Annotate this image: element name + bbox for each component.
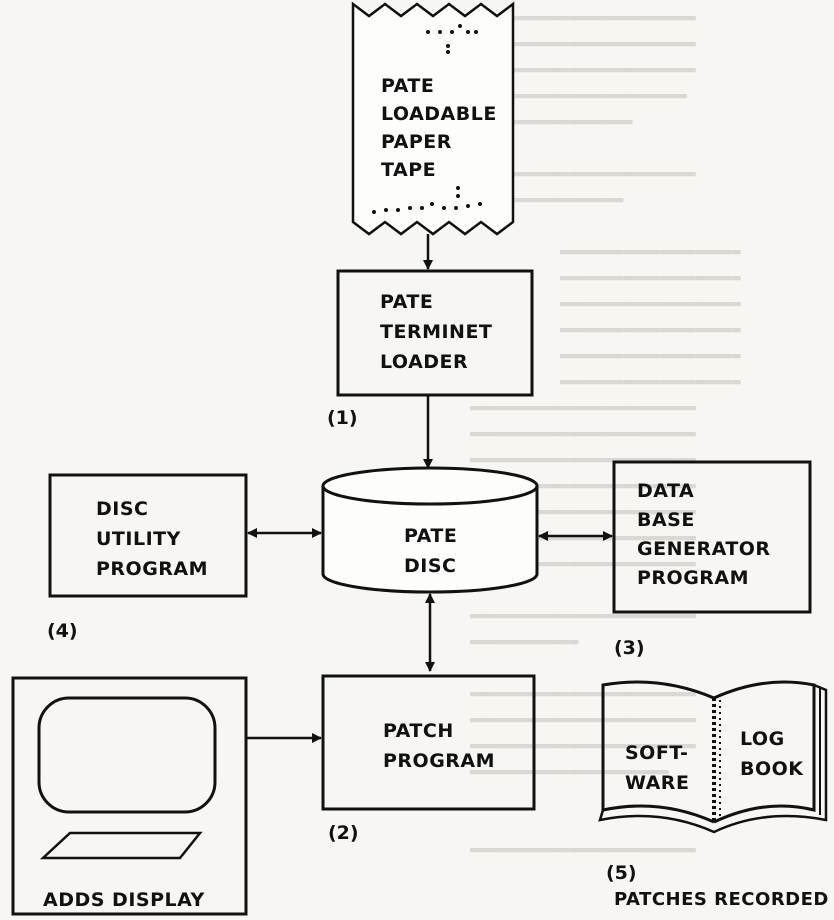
patches-recorded-caption: PATCHES RECORDED — [614, 889, 829, 910]
paper-tape-line: LOADABLE — [381, 103, 497, 125]
svg-text:▬▬▬▬▬▬▬▬▬▬▬▬▬▬▬▬▬▬▬▬: ▬▬▬▬▬▬▬▬▬▬▬▬▬▬▬▬▬▬▬▬ — [560, 320, 741, 338]
svg-text:▬▬▬▬▬▬▬▬▬▬▬▬▬▬▬▬▬▬▬▬▬▬▬▬▬: ▬▬▬▬▬▬▬▬▬▬▬▬▬▬▬▬▬▬▬▬▬▬▬▬▬ — [470, 606, 696, 624]
loader-number: (1) — [327, 407, 358, 429]
keyboard-shape — [39, 831, 203, 860]
svg-text:▬▬▬▬▬▬▬▬▬▬▬▬▬▬▬▬▬▬▬▬▬▬▬▬▬: ▬▬▬▬▬▬▬▬▬▬▬▬▬▬▬▬▬▬▬▬▬▬▬▬▬ — [470, 684, 696, 702]
svg-text:▬▬▬▬▬▬▬▬▬▬▬▬▬▬▬▬▬▬▬▬▬▬▬▬▬: ▬▬▬▬▬▬▬▬▬▬▬▬▬▬▬▬▬▬▬▬▬▬▬▬▬ — [470, 398, 696, 416]
tape-holes — [372, 24, 482, 214]
svg-text:▬▬▬▬▬▬▬▬▬▬▬▬▬▬▬▬▬▬▬▬▬▬▬▬▬: ▬▬▬▬▬▬▬▬▬▬▬▬▬▬▬▬▬▬▬▬▬▬▬▬▬ — [470, 450, 696, 468]
paper-tape-line: TAPE — [381, 159, 436, 181]
paper-tape-node: PATE LOADABLE PAPER TAPE — [351, 1, 515, 236]
adds-display-node: ADDS DISPLAY — [11, 676, 248, 916]
svg-text:▬▬▬▬▬▬▬▬▬▬▬▬▬▬▬▬▬▬▬▬▬▬▬▬▬: ▬▬▬▬▬▬▬▬▬▬▬▬▬▬▬▬▬▬▬▬▬▬▬▬▬ — [470, 164, 696, 182]
svg-text:▬▬▬▬▬▬▬▬▬▬▬▬▬▬▬▬▬▬▬▬▬▬▬▬▬: ▬▬▬▬▬▬▬▬▬▬▬▬▬▬▬▬▬▬▬▬▬▬▬▬▬ — [470, 840, 696, 858]
svg-text:▬▬▬▬▬▬▬▬▬▬▬▬▬▬▬▬▬▬▬▬: ▬▬▬▬▬▬▬▬▬▬▬▬▬▬▬▬▬▬▬▬ — [560, 268, 741, 286]
svg-text:▬▬▬▬▬▬▬▬▬▬▬▬▬▬▬▬▬▬▬▬▬▬▬▬▬: ▬▬▬▬▬▬▬▬▬▬▬▬▬▬▬▬▬▬▬▬▬▬▬▬▬ — [470, 34, 696, 52]
svg-text:▬▬▬▬▬▬▬▬▬▬▬▬▬▬▬▬▬▬▬▬▬▬▬▬▬: ▬▬▬▬▬▬▬▬▬▬▬▬▬▬▬▬▬▬▬▬▬▬▬▬▬ — [470, 736, 696, 754]
patch-program-box — [321, 674, 536, 811]
log-book-right-line: BOOK — [740, 758, 804, 780]
pate-disc-node: PATE DISC — [321, 466, 539, 594]
svg-text:▬▬▬▬▬▬▬▬▬▬▬▬▬▬▬▬▬▬▬▬▬▬▬▬▬: ▬▬▬▬▬▬▬▬▬▬▬▬▬▬▬▬▬▬▬▬▬▬▬▬▬ — [470, 8, 696, 26]
svg-text:▬▬▬▬▬▬▬▬▬▬▬▬▬▬▬▬▬▬▬▬: ▬▬▬▬▬▬▬▬▬▬▬▬▬▬▬▬▬▬▬▬ — [560, 372, 741, 390]
patch-program-node: PATCH PROGRAM (2) — [321, 674, 536, 844]
paper-tape-line: PAPER — [381, 131, 452, 153]
data-base-generator-node: DATA BASE GENERATOR PROGRAM (3) — [612, 460, 812, 659]
generator-line: PROGRAM — [637, 567, 749, 589]
adds-display-label: ADDS DISPLAY — [43, 889, 205, 911]
loader-line: PATE — [380, 291, 433, 313]
disc-utility-number: (4) — [47, 620, 78, 642]
disc-cylinder-body — [321, 486, 539, 594]
loader-line: LOADER — [380, 351, 468, 373]
disc-utility-line: PROGRAM — [96, 558, 208, 580]
disc-utility-node: DISC UTILITY PROGRAM (4) — [47, 473, 248, 642]
crt-screen — [37, 696, 217, 814]
generator-line: GENERATOR — [637, 538, 771, 560]
terminet-loader-box — [336, 269, 534, 397]
book-left-page — [601, 680, 715, 824]
book-back-cover — [598, 683, 828, 834]
svg-text:▬▬▬▬▬▬▬▬▬▬▬▬▬▬▬▬▬▬▬▬: ▬▬▬▬▬▬▬▬▬▬▬▬▬▬▬▬▬▬▬▬ — [560, 294, 741, 312]
book-right-page — [713, 680, 816, 824]
svg-text:▬▬▬▬▬▬▬▬▬▬▬▬▬▬▬▬▬▬▬▬▬▬▬▬▬: ▬▬▬▬▬▬▬▬▬▬▬▬▬▬▬▬▬▬▬▬▬▬▬▬▬ — [470, 60, 696, 78]
patch-program-line: PROGRAM — [383, 750, 495, 772]
svg-text:▬▬▬▬▬▬▬▬▬▬▬▬▬▬▬▬▬▬▬▬▬▬▬▬▬: ▬▬▬▬▬▬▬▬▬▬▬▬▬▬▬▬▬▬▬▬▬▬▬▬▬ — [470, 710, 696, 728]
paper-tape-shape — [351, 1, 515, 236]
loader-line: TERMINET — [380, 321, 492, 343]
log-book-left-line: SOFT- — [625, 742, 688, 764]
generator-number: (3) — [614, 637, 645, 659]
patch-program-line: PATCH — [383, 720, 454, 742]
log-book-node: SOFT- WARE LOG BOOK (5) PATCHES RECORDED — [598, 680, 829, 910]
disc-utility-line: UTILITY — [96, 528, 181, 550]
patch-program-number: (2) — [328, 822, 359, 844]
log-book-left-line: WARE — [625, 772, 689, 794]
svg-text:▬▬▬▬▬▬▬▬▬▬▬▬▬▬▬▬▬▬▬▬▬▬▬▬: ▬▬▬▬▬▬▬▬▬▬▬▬▬▬▬▬▬▬▬▬▬▬▬▬ — [470, 86, 687, 104]
disc-utility-line: DISC — [96, 498, 148, 520]
svg-text:▬▬▬▬▬▬▬▬▬▬▬▬▬▬▬▬▬▬▬▬▬▬▬▬▬: ▬▬▬▬▬▬▬▬▬▬▬▬▬▬▬▬▬▬▬▬▬▬▬▬▬ — [470, 424, 696, 442]
adds-display-frame — [11, 676, 248, 916]
paper-tape-line: PATE — [381, 75, 434, 97]
generator-line: DATA — [637, 480, 694, 502]
terminet-loader-node: PATE TERMINET LOADER (1) — [327, 269, 534, 429]
svg-text:▬▬▬▬▬▬▬▬▬▬▬▬: ▬▬▬▬▬▬▬▬▬▬▬▬ — [470, 632, 578, 650]
log-book-number: (5) — [606, 862, 637, 884]
data-base-generator-box — [612, 460, 812, 614]
log-book-right-line: LOG — [740, 728, 785, 750]
svg-text:▬▬▬▬▬▬▬▬▬▬▬▬▬▬▬▬▬▬▬▬: ▬▬▬▬▬▬▬▬▬▬▬▬▬▬▬▬▬▬▬▬ — [560, 346, 741, 364]
svg-text:▬▬▬▬▬▬▬▬▬▬▬▬▬▬▬▬▬▬▬▬: ▬▬▬▬▬▬▬▬▬▬▬▬▬▬▬▬▬▬▬▬ — [560, 242, 741, 260]
pate-disc-line: PATE — [404, 525, 457, 547]
disc-utility-box — [48, 473, 248, 598]
generator-line: BASE — [637, 509, 695, 531]
disc-cylinder-top — [321, 466, 539, 506]
pate-disc-line: DISC — [404, 555, 456, 577]
svg-text:▬▬▬▬▬▬▬▬▬▬▬▬▬▬▬▬▬▬▬▬▬▬: ▬▬▬▬▬▬▬▬▬▬▬▬▬▬▬▬▬▬▬▬▬▬ — [470, 762, 669, 780]
